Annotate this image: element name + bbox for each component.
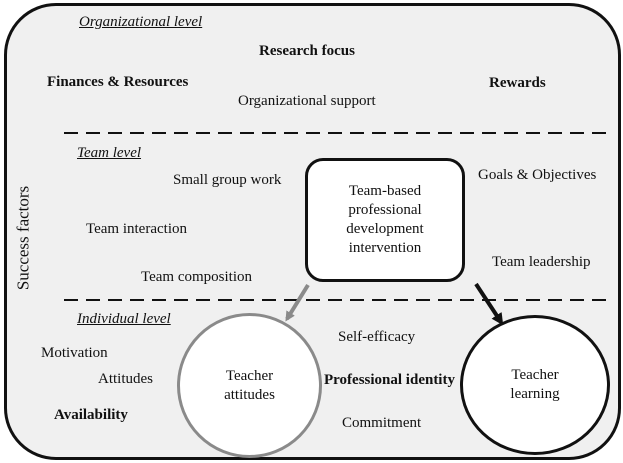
team-interaction-label: Team interaction (86, 221, 187, 237)
teacher-learning-label: Teacher learning (510, 367, 560, 402)
team-level-label: Team level (77, 145, 142, 161)
small-group-work-label: Small group work (173, 172, 282, 188)
organizational-level-label: Organizational level (79, 14, 203, 30)
team-based-pd-intervention-box: Team-based professional development inte… (305, 158, 465, 282)
finances-resources-label: Finances & Resources (47, 74, 189, 90)
motivation-label: Motivation (41, 345, 108, 361)
team-based-pd-intervention-label: Team-based professional development inte… (346, 183, 424, 256)
self-efficacy-label: Self-efficacy (338, 329, 416, 345)
professional-identity-label: Professional identity (324, 372, 455, 388)
availability-label: Availability (54, 407, 128, 423)
attitudes-label: Attitudes (98, 371, 153, 387)
organizational-support-label: Organizational support (238, 93, 376, 109)
goals-objectives-label: Goals & Objectives (478, 167, 597, 183)
teacher-attitudes-circle: Teacher attitudes (177, 313, 322, 458)
commitment-label: Commitment (342, 415, 422, 431)
research-focus-label: Research focus (259, 43, 355, 59)
arrow-to-teacher-attitudes (285, 283, 310, 322)
teacher-attitudes-label: Teacher attitudes (224, 367, 275, 403)
team-leadership-label: Team leadership (492, 254, 591, 270)
success-factors-label: Success factors (13, 185, 33, 291)
rewards-label: Rewards (489, 75, 546, 91)
team-composition-label: Team composition (141, 269, 253, 285)
individual-level-label: Individual level (77, 311, 171, 327)
teacher-learning-circle: Teacher learning (460, 315, 610, 455)
arrow-to-teacher-learning (474, 282, 504, 326)
